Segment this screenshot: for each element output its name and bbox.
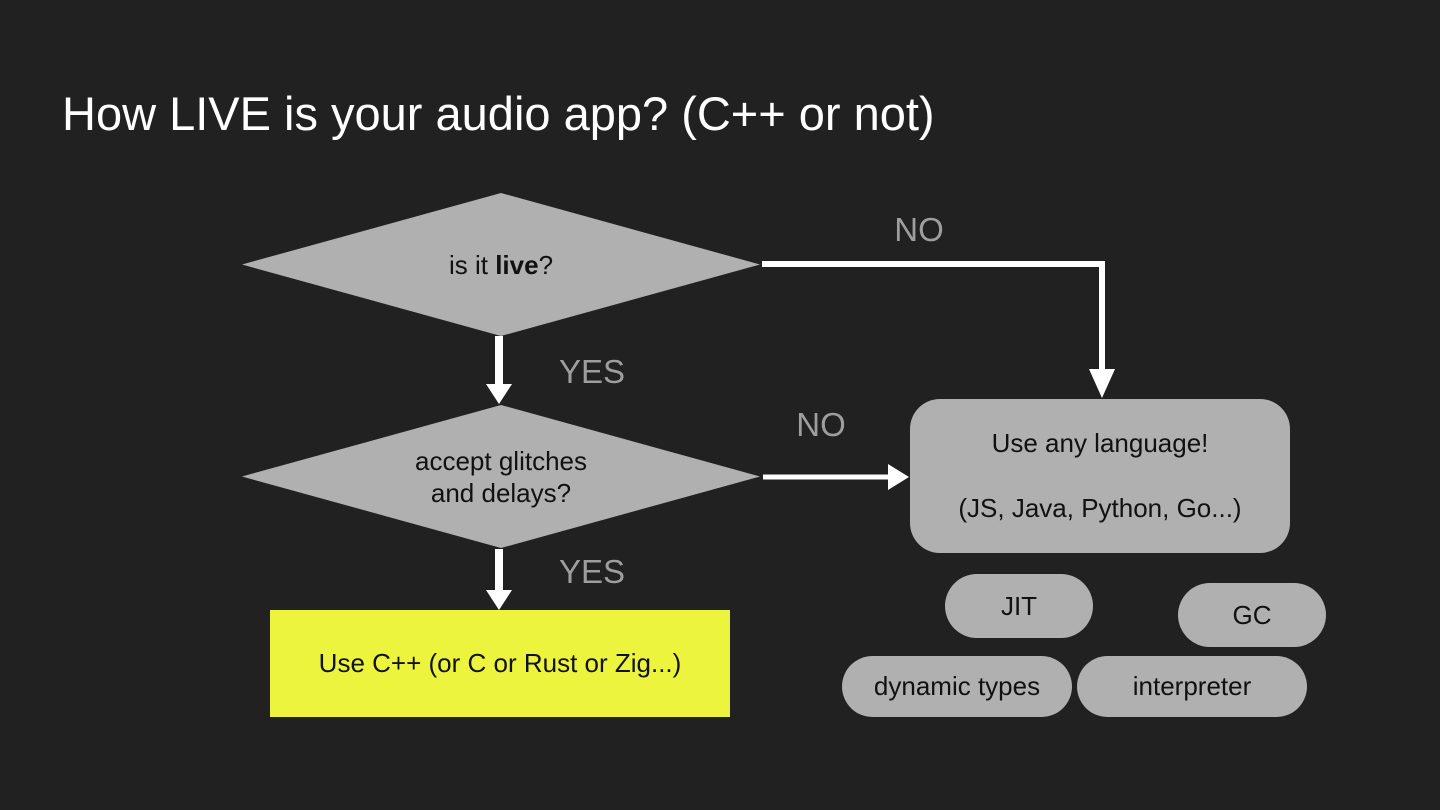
decision2-line2: and delays?: [430, 477, 572, 508]
edge-label-no-top: NO: [894, 211, 944, 248]
result-box-use-cpp-text: Use C++ (or C or Rust or Zig...): [318, 648, 682, 678]
decision-is-it-live-text: is it live?: [449, 249, 553, 281]
tag-pill-dynamic-types: dynamic types: [842, 656, 1072, 717]
result-any-line1: Use any language!: [991, 428, 1209, 458]
result-any-line2: (JS, Java, Python, Go...): [958, 493, 1242, 523]
decision1-text-bold: live: [495, 249, 539, 280]
tag-pill-dynamic-types-label: dynamic types: [873, 671, 1041, 701]
tag-pill-gc-label: GC: [1232, 599, 1272, 630]
result-box-any-language: Use any language! (JS, Java, Python, Go.…: [910, 399, 1290, 553]
arrow-decision2-no: [763, 464, 909, 490]
tag-pill-interpreter-label: interpreter: [1132, 671, 1252, 701]
edge-label-yes-top: YES: [558, 353, 626, 390]
decision2-line1: accept glitches: [415, 445, 587, 476]
arrow-decision1-no: [762, 261, 1115, 398]
edge-label-yes-bottom: YES: [558, 553, 626, 590]
decision-is-it-live: is it live?: [242, 193, 760, 336]
edge-label-no-bottom: NO: [796, 406, 846, 443]
tag-pill-gc: GC: [1178, 583, 1326, 647]
result-box-use-cpp: Use C++ (or C or Rust or Zig...): [270, 610, 730, 717]
arrow-decision1-yes: [486, 336, 512, 404]
tag-pill-jit: JIT: [945, 574, 1093, 638]
arrow-decision2-yes: [486, 549, 512, 610]
decision1-text-suffix: ?: [538, 249, 554, 280]
tag-pill-jit-label: JIT: [1000, 590, 1038, 621]
decision1-text-prefix: is it: [448, 249, 496, 280]
decision-accept-glitches: accept glitches and delays?: [242, 405, 760, 548]
tag-pill-interpreter: interpreter: [1077, 656, 1307, 717]
slide-title: How LIVE is your audio app? (C++ or not): [62, 87, 935, 140]
decision-accept-glitches-text: accept glitches and delays?: [415, 445, 587, 509]
